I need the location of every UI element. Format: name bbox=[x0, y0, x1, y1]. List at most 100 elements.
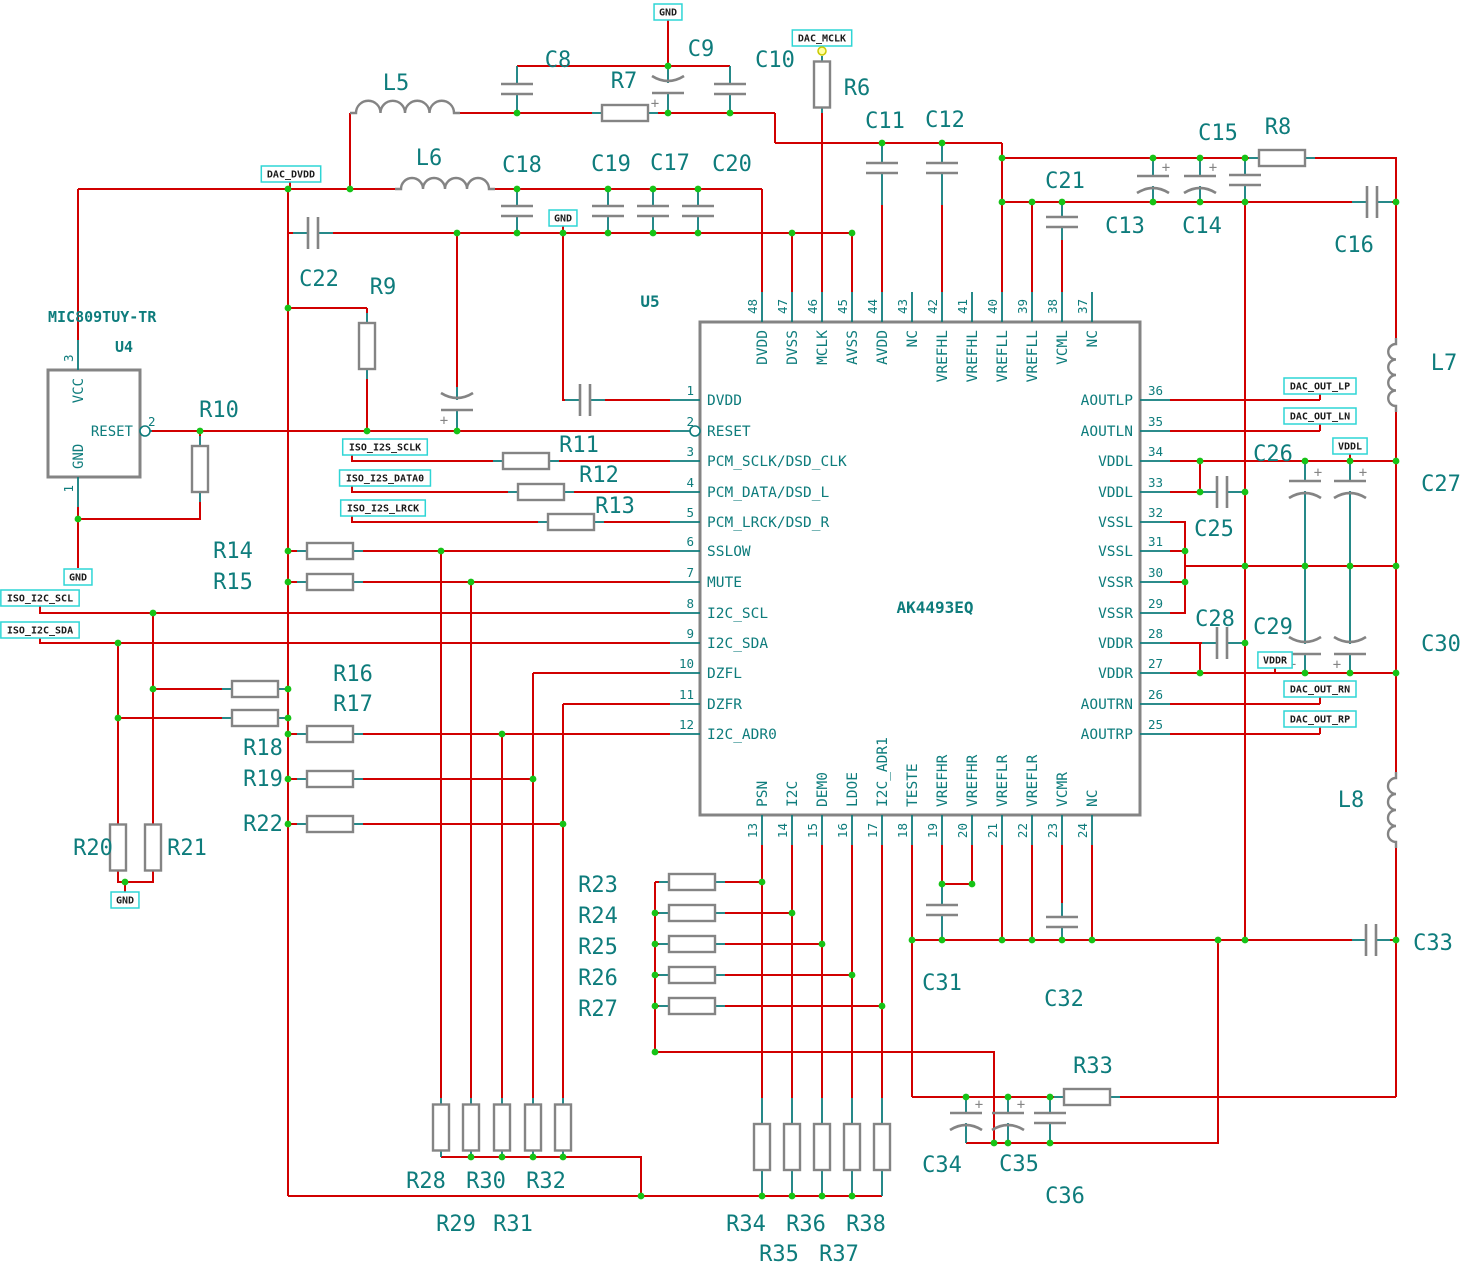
component-R13[interactable] bbox=[538, 512, 604, 532]
ref-label-R31[interactable]: R31 bbox=[493, 1212, 533, 1237]
ref-label-C21[interactable]: C21 bbox=[1045, 169, 1085, 194]
component-C13[interactable]: + bbox=[1136, 158, 1170, 202]
ref-label-R38[interactable]: R38 bbox=[846, 1212, 886, 1237]
ref-label-R30[interactable]: R30 bbox=[466, 1169, 506, 1194]
ref-label-L7[interactable]: L7 bbox=[1431, 351, 1458, 376]
component-C19[interactable] bbox=[592, 189, 624, 233]
ref-label-C28[interactable]: C28 bbox=[1195, 607, 1235, 632]
component-C31[interactable] bbox=[926, 884, 958, 940]
ref-label-R13[interactable]: R13 bbox=[595, 494, 635, 519]
component-R6[interactable] bbox=[812, 56, 832, 113]
net-label-DAC_MCLK[interactable]: DAC_MCLK bbox=[791, 29, 853, 47]
net-label-ISO_I2S_DATA0[interactable]: ISO_I2S_DATA0 bbox=[338, 469, 432, 487]
net-label-ISO_I2S_SCLK[interactable]: ISO_I2S_SCLK bbox=[341, 438, 429, 456]
ref-label-C16[interactable]: C16 bbox=[1334, 233, 1374, 258]
ref-label-R25[interactable]: R25 bbox=[578, 935, 618, 960]
ref-label-C11[interactable]: C11 bbox=[865, 109, 905, 134]
ref-label-R27[interactable]: R27 bbox=[578, 997, 618, 1022]
component-R15[interactable] bbox=[297, 572, 363, 592]
ref-label-C30[interactable]: C30 bbox=[1421, 632, 1461, 657]
ref-label-R19[interactable]: R19 bbox=[243, 767, 283, 792]
ref-label-R11[interactable]: R11 bbox=[559, 433, 599, 458]
ref-label-R23[interactable]: R23 bbox=[578, 873, 618, 898]
ref-label-R34[interactable]: R34 bbox=[726, 1212, 766, 1237]
net-label-VDDL[interactable]: VDDL bbox=[1332, 437, 1368, 455]
ref-label-C22[interactable]: C22 bbox=[299, 267, 339, 292]
component-R7[interactable] bbox=[592, 103, 658, 123]
ref-label-C12[interactable]: C12 bbox=[925, 108, 965, 133]
ref-label-R21[interactable]: R21 bbox=[167, 836, 207, 861]
component-R14[interactable] bbox=[297, 541, 363, 561]
ref-label-C27[interactable]: C27 bbox=[1421, 472, 1461, 497]
component-R26[interactable] bbox=[659, 965, 725, 985]
ref-label-L6[interactable]: L6 bbox=[416, 146, 443, 171]
ref-label-R8[interactable]: R8 bbox=[1265, 115, 1292, 140]
net-label-ISO_I2C_SDA[interactable]: ISO_I2C_SDA bbox=[0, 621, 80, 639]
component-R17[interactable] bbox=[222, 708, 288, 728]
ref-label-R36[interactable]: R36 bbox=[786, 1212, 826, 1237]
ref-label-R15[interactable]: R15 bbox=[213, 570, 253, 595]
component-R16[interactable] bbox=[222, 679, 288, 699]
component-R20[interactable] bbox=[108, 823, 128, 872]
net-label-ISO_I2C_SCL[interactable]: ISO_I2C_SCL bbox=[0, 589, 80, 607]
ref-label-C10[interactable]: C10 bbox=[755, 48, 795, 73]
component-R19[interactable] bbox=[297, 769, 363, 789]
ref-label-C34[interactable]: C34 bbox=[922, 1153, 962, 1178]
net-labels[interactable]: GND DAC_MCLK DAC_DVDD GND ISO_I2S_SCLK ISO_I2… bbox=[0, 3, 1368, 909]
ref-label-C20[interactable]: C20 bbox=[712, 152, 752, 177]
ref-label-R35[interactable]: R35 bbox=[759, 1242, 799, 1267]
component-R9[interactable] bbox=[357, 313, 377, 379]
ref-label-C18[interactable]: C18 bbox=[502, 153, 542, 178]
component-R37[interactable] bbox=[842, 1098, 862, 1196]
component-R36[interactable] bbox=[812, 1098, 832, 1196]
ref-label-R20[interactable]: R20 bbox=[73, 836, 113, 861]
ref-label-R12[interactable]: R12 bbox=[579, 463, 619, 488]
ref-label-C17[interactable]: C17 bbox=[650, 151, 690, 176]
ref-label-R17[interactable]: R17 bbox=[333, 692, 373, 717]
net-label-DAC_OUT_RN[interactable]: DAC_OUT_RN bbox=[1283, 680, 1357, 698]
component-R10[interactable] bbox=[190, 436, 210, 502]
component-L7[interactable] bbox=[1387, 338, 1398, 412]
ref-label-R32[interactable]: R32 bbox=[526, 1169, 566, 1194]
component-R18[interactable] bbox=[297, 724, 363, 744]
ref-label-R26[interactable]: R26 bbox=[578, 966, 618, 991]
ref-label-R16[interactable]: R16 bbox=[333, 662, 373, 687]
net-label-GND[interactable]: GND bbox=[548, 209, 578, 227]
component-R29[interactable] bbox=[461, 1098, 481, 1157]
ref-label-R14[interactable]: R14 bbox=[213, 539, 253, 564]
component-C28[interactable] bbox=[1202, 627, 1242, 659]
component-C30[interactable]: + bbox=[1333, 566, 1367, 673]
ref-label-C9[interactable]: C9 bbox=[688, 37, 715, 62]
component-C24[interactable] bbox=[565, 384, 605, 416]
net-label-GND[interactable]: GND bbox=[110, 891, 140, 909]
component-R38[interactable] bbox=[872, 1098, 892, 1196]
component-R34[interactable] bbox=[752, 1098, 772, 1196]
component-L8[interactable] bbox=[1386, 772, 1398, 848]
component-R21[interactable] bbox=[143, 823, 163, 872]
ref-label-C19[interactable]: C19 bbox=[591, 152, 631, 177]
ref-label-C8[interactable]: C8 bbox=[545, 48, 572, 73]
ref-label-R22[interactable]: R22 bbox=[243, 812, 283, 837]
ref-label-R9[interactable]: R9 bbox=[370, 275, 397, 300]
net-label-ISO_I2S_LRCK[interactable]: ISO_I2S_LRCK bbox=[339, 499, 427, 517]
component-R30[interactable] bbox=[492, 1098, 512, 1157]
component-R35[interactable] bbox=[782, 1098, 802, 1196]
ref-label-C36[interactable]: C36 bbox=[1045, 1184, 1085, 1209]
ref-label-C32[interactable]: C32 bbox=[1044, 987, 1084, 1012]
ref-label-R18[interactable]: R18 bbox=[243, 736, 283, 761]
net-label-DAC_OUT_LP[interactable]: DAC_OUT_LP bbox=[1283, 377, 1357, 395]
ref-label-R37[interactable]: R37 bbox=[819, 1242, 859, 1267]
component-C25[interactable] bbox=[1202, 476, 1242, 508]
component-R23[interactable] bbox=[659, 872, 725, 892]
component-R27[interactable] bbox=[659, 996, 725, 1016]
component-C23[interactable]: + bbox=[440, 387, 474, 431]
component-L5[interactable] bbox=[350, 99, 460, 115]
net-label-VDDR[interactable]: VDDR bbox=[1257, 651, 1293, 669]
component-C36[interactable] bbox=[1034, 1097, 1066, 1143]
ref-label-R6[interactable]: R6 bbox=[844, 76, 871, 101]
net-label-GND[interactable]: GND bbox=[63, 568, 93, 586]
ref-label-C33[interactable]: C33 bbox=[1413, 931, 1453, 956]
net-label-GND[interactable]: GND bbox=[653, 3, 683, 21]
net-label-DAC_DVDD[interactable]: DAC_DVDD bbox=[260, 165, 322, 183]
